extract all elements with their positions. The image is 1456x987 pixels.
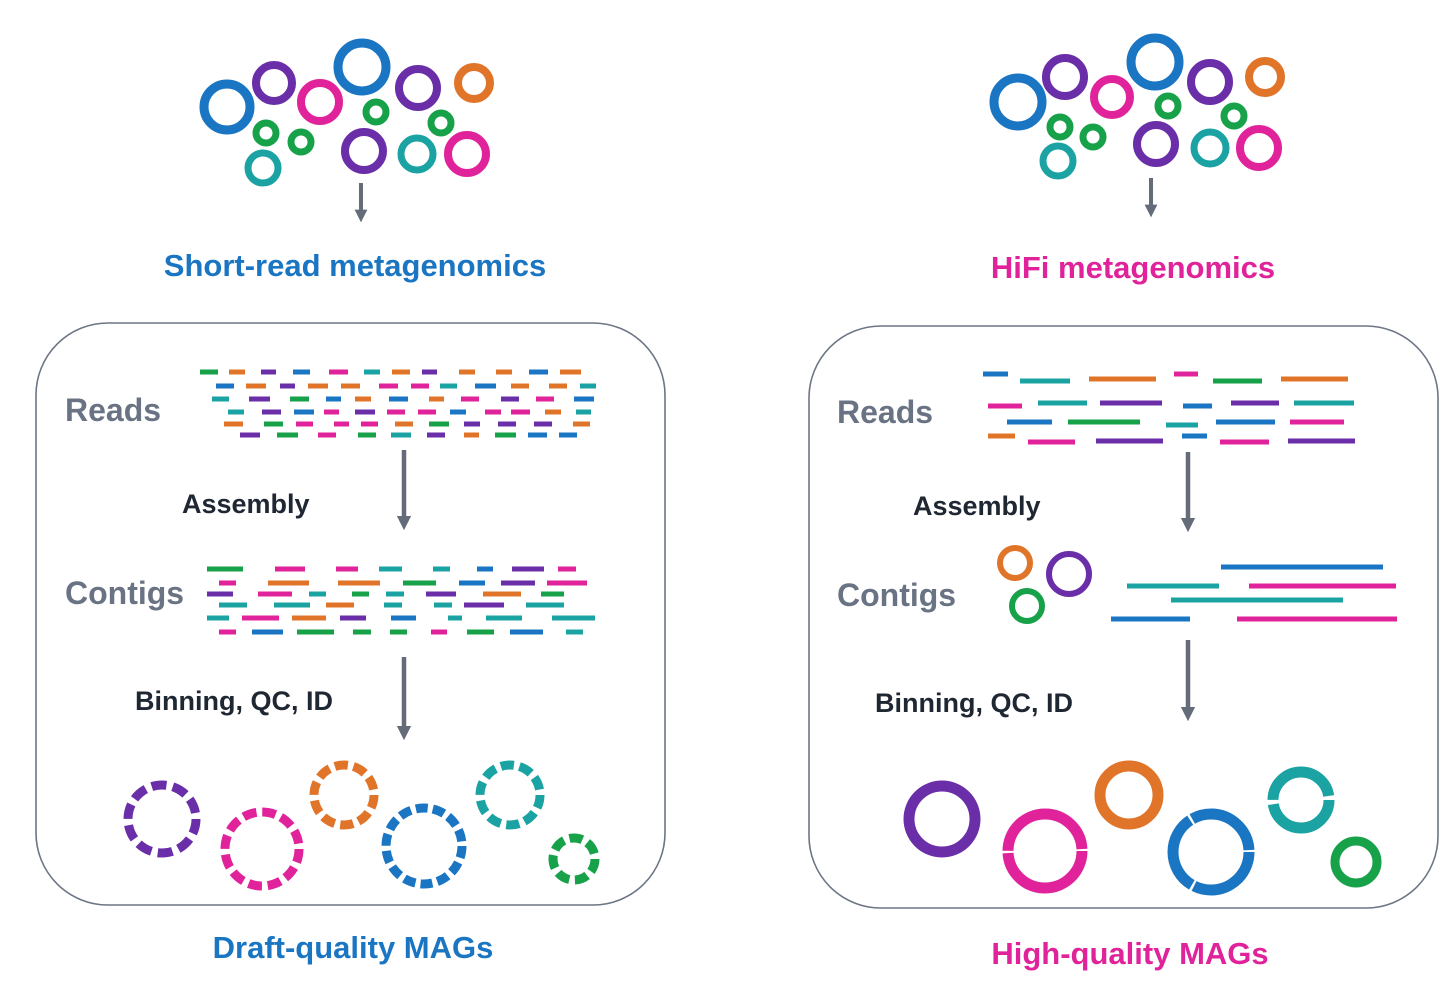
microbe-cell <box>454 63 494 103</box>
microbe-cell <box>333 38 391 96</box>
high-quality-mag <box>1267 766 1335 834</box>
microbe-cell <box>1042 54 1088 100</box>
right-assembly-label: Assembly <box>913 491 1041 521</box>
left-draft-mags <box>123 760 600 891</box>
microbe-cell <box>1187 59 1233 105</box>
left-binning-label: Binning, QC, ID <box>135 686 333 716</box>
left-short-reads <box>200 369 596 438</box>
left-reads-label: Reads <box>65 392 162 428</box>
microbe-cell <box>244 149 282 187</box>
high-quality-mag <box>1002 808 1088 894</box>
draft-mag <box>220 807 304 891</box>
right-title: HiFi metagenomics <box>990 250 1276 285</box>
microbe-cell <box>1039 142 1077 180</box>
high-quality-mag <box>1094 760 1164 830</box>
right-long-contigs <box>997 545 1397 624</box>
microbe-cell <box>297 79 343 125</box>
microbe-cell <box>1245 57 1285 97</box>
circular-contig <box>997 545 1033 581</box>
draft-mag <box>381 803 467 889</box>
left-result-label: Draft-quality MAGs <box>212 930 494 965</box>
high-quality-mag <box>1167 808 1255 896</box>
left-microbial-community <box>199 38 494 187</box>
high-quality-mag <box>1330 836 1382 888</box>
microbe-cell <box>1190 128 1230 168</box>
microbe-cell <box>252 61 296 105</box>
left-title: Short-read metagenomics <box>163 248 547 283</box>
draft-mag <box>123 780 201 858</box>
draft-mag <box>309 760 379 830</box>
microbe-cell <box>397 134 437 174</box>
microbe-cell <box>1133 121 1179 167</box>
high-quality-mag <box>903 780 981 858</box>
right-hifi-reads <box>983 371 1355 445</box>
right-reads-label: Reads <box>837 394 934 430</box>
microbe-cell <box>1079 123 1107 151</box>
circular-contig <box>1046 551 1092 597</box>
right-binning-label: Binning, QC, ID <box>875 688 1073 718</box>
right-result-label: High-quality MAGs <box>991 936 1269 971</box>
microbe-cell <box>395 65 441 111</box>
draft-mag <box>475 760 545 830</box>
microbe-cell <box>427 109 455 137</box>
right-workflow-box <box>808 325 1439 909</box>
left-contigs-label: Contigs <box>65 575 185 611</box>
microbe-cell <box>362 98 390 126</box>
microbe-cell <box>1154 92 1182 120</box>
microbe-cell <box>1236 125 1282 171</box>
microbe-cell <box>444 131 490 177</box>
left-fragmented-contigs <box>207 566 595 635</box>
microbe-cell <box>252 119 280 147</box>
left-workflow-box <box>35 322 666 906</box>
right-high-quality-mags <box>903 760 1382 896</box>
right-microbial-community <box>989 33 1285 180</box>
microbe-cell <box>1220 102 1248 130</box>
microbe-cell <box>341 128 387 174</box>
circular-contig <box>1009 588 1045 624</box>
microbe-cell <box>989 73 1047 131</box>
microbe-cell <box>287 128 315 156</box>
draft-mag <box>548 833 600 885</box>
left-assembly-label: Assembly <box>182 489 310 519</box>
microbe-cell <box>1090 75 1134 119</box>
microbe-cell <box>199 79 255 135</box>
microbe-cell <box>1126 33 1184 91</box>
microbe-cell <box>1046 113 1074 141</box>
right-contigs-label: Contigs <box>837 577 957 613</box>
